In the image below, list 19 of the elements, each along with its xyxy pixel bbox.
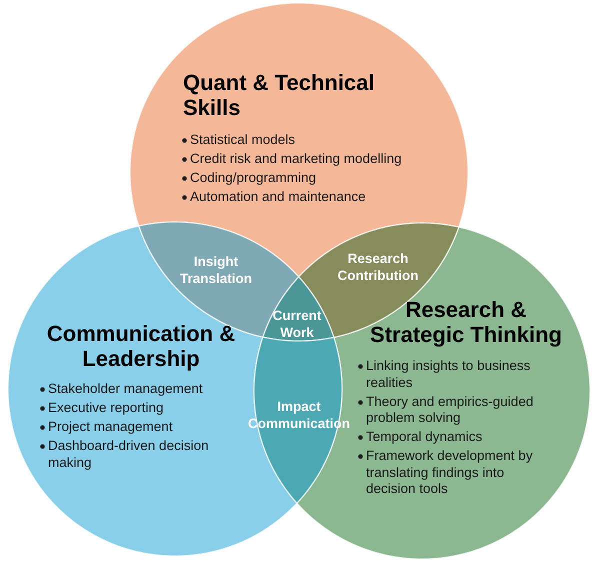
intersection-label: Research Contribution	[337, 250, 419, 284]
skill-item: Coding/programming	[190, 170, 318, 186]
skill-item: Theory and empirics-guided problem solving	[366, 394, 534, 426]
skill-item: Automation and maintenance	[190, 189, 367, 206]
skill-item: Project management	[48, 419, 174, 436]
intersection-label: Current Work	[272, 307, 322, 341]
skill-item: Executive reporting	[48, 400, 165, 416]
skill-item: Stakeholder management	[48, 381, 204, 398]
center-overlap-region	[262, 276, 334, 341]
intersection-label: Insight Translation	[179, 253, 253, 287]
category-heading: Communication & Leadership	[46, 321, 236, 371]
skill-item: Statistical models	[190, 132, 296, 148]
skill-item: Dashboard-driven decision making	[48, 438, 210, 471]
skill-item: Credit risk and marketing modelling	[190, 151, 403, 168]
category-heading: Quant & Technical Skills	[183, 70, 376, 120]
category-heading: Research & Strategic Thinking	[370, 297, 562, 347]
skill-item: Linking insights to business realities	[366, 358, 532, 391]
skill-item: Temporal dynamics	[366, 429, 484, 446]
skill-item: Framework development by translating findings into decision tools	[366, 448, 534, 498]
